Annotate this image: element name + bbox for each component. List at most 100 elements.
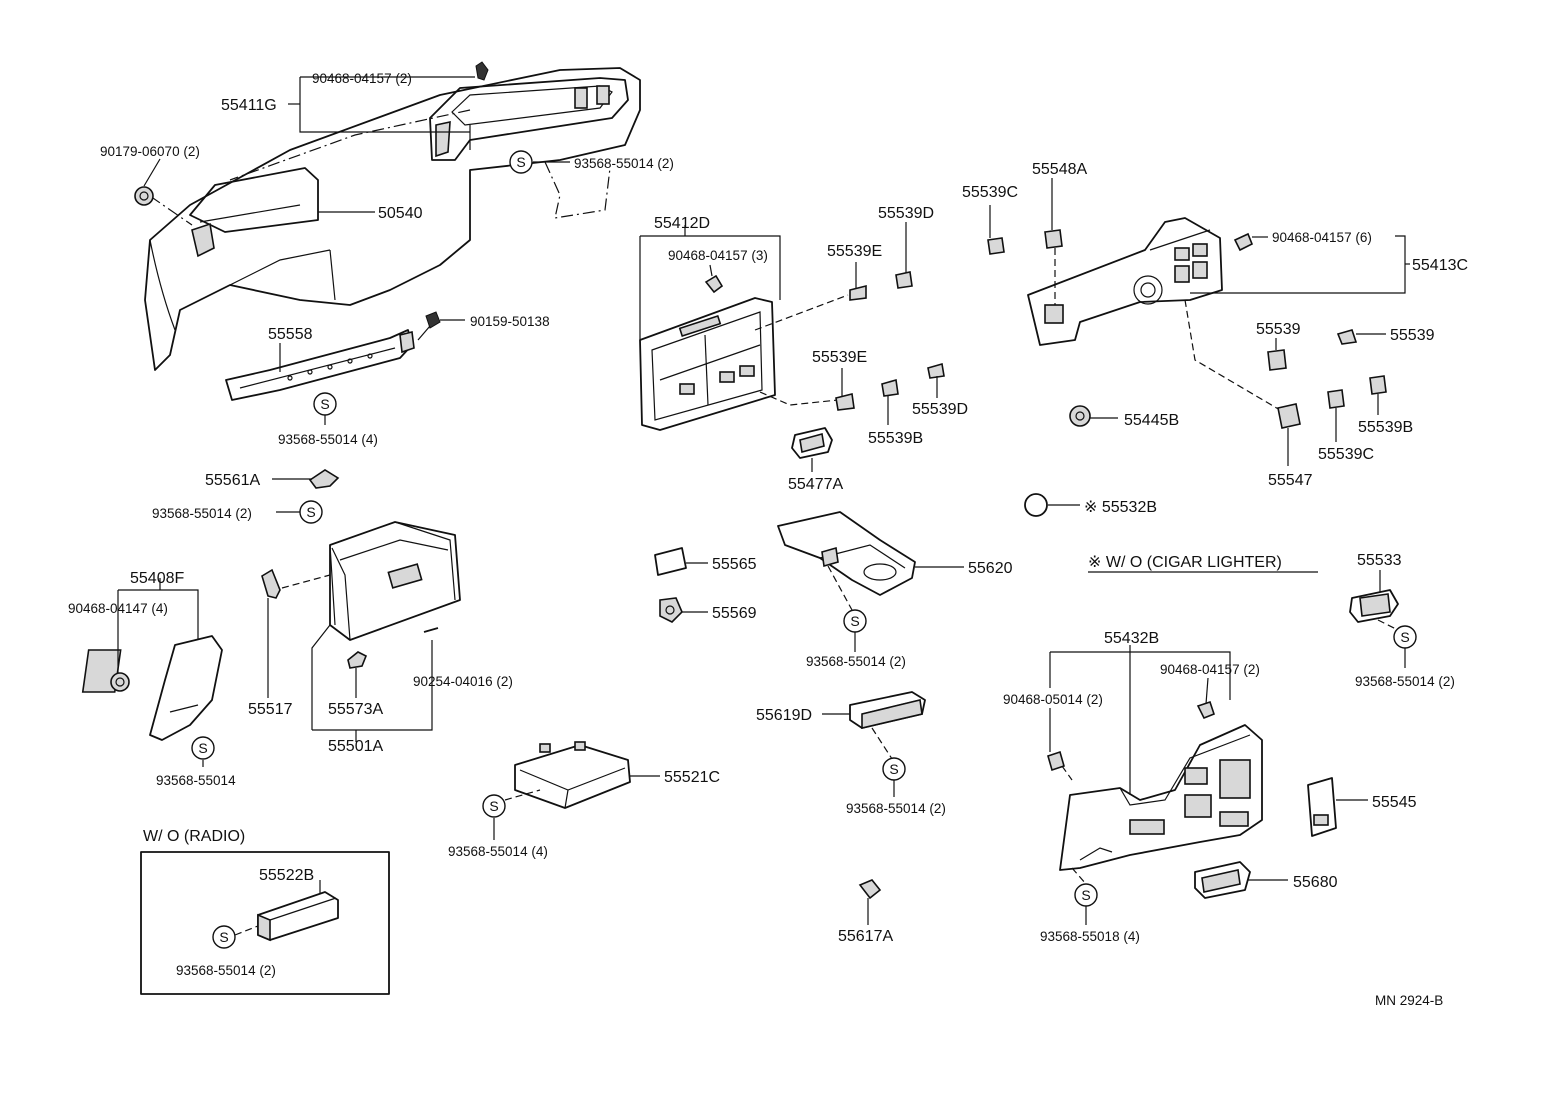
clip-ref xyxy=(1061,765,1073,781)
label-55521C: 55521C xyxy=(664,769,720,786)
clip-90468-04157-2b xyxy=(1196,700,1215,720)
label-55573A: 55573A xyxy=(328,701,383,718)
label-55539B-a: 55539B xyxy=(868,430,923,447)
hinge-55517 xyxy=(261,568,281,599)
switch-panel-55413C xyxy=(1027,217,1223,346)
switch-55539E-b xyxy=(835,393,855,411)
cover-55545 xyxy=(1307,777,1337,837)
label-93568-55014-4b: 93568-55014 (4) xyxy=(448,844,548,859)
switch-55539B-a xyxy=(881,378,899,397)
switch-55539C-b xyxy=(1327,389,1345,409)
cluster-ref-a xyxy=(754,294,849,331)
label-90468-04147: 90468-04147 (4) xyxy=(68,601,168,616)
switch-55539C-a xyxy=(987,237,1005,255)
label-wo-radio: W/ O (RADIO) xyxy=(143,828,245,845)
label-93568-55014-2a: 93568-55014 (2) xyxy=(574,156,674,171)
lower-panel-55432B xyxy=(1059,724,1263,871)
switch-55477A xyxy=(791,427,833,459)
label-90468-04157-2b: 90468-04157 (2) xyxy=(1160,662,1260,677)
svg-text:S: S xyxy=(219,929,228,945)
svg-text:S: S xyxy=(850,613,859,629)
svg-text:S: S xyxy=(1081,887,1090,903)
svg-text:S: S xyxy=(889,761,898,777)
leader-lines xyxy=(117,76,1410,936)
clip-90468-05014 xyxy=(1047,750,1065,772)
ashtray-55620 xyxy=(777,511,916,596)
label-55522B: 55522B xyxy=(259,867,314,884)
label-90468-04157-6: 90468-04157 (6) xyxy=(1272,230,1372,245)
label-90254-04016: 90254-04016 (2) xyxy=(413,674,513,689)
label-90179-06070: 90179-06070 (2) xyxy=(100,144,200,159)
clip-55561A xyxy=(308,469,340,489)
label-93568-55014-2b: 93568-55014 (2) xyxy=(152,506,252,521)
cluster-ref-b xyxy=(759,391,839,406)
switch-55539D-b xyxy=(927,362,945,379)
switch-55539E-a xyxy=(849,284,867,301)
label-55548A: 55548A xyxy=(1032,161,1087,178)
bracket-55533 xyxy=(1349,589,1399,623)
clip-90468-04157-6 xyxy=(1233,232,1254,252)
drawing-number: MN 2924-B xyxy=(1375,993,1443,1008)
s-marks: S S S S S S S S S S xyxy=(191,150,1417,949)
switch-55539-b xyxy=(1336,329,1358,345)
side-panel-55408F xyxy=(81,635,223,741)
svg-text:S: S xyxy=(320,396,329,412)
label-55539D-b: 55539D xyxy=(912,401,968,418)
label-55539D-a: 55539D xyxy=(878,205,934,222)
label-55532B: ※ 55532B xyxy=(1084,499,1157,516)
label-55558: 55558 xyxy=(268,326,313,343)
label-55617A: 55617A xyxy=(838,928,893,945)
label-55413C: 55413C xyxy=(1412,257,1468,274)
pocket-55521C xyxy=(514,741,631,809)
svg-text:S: S xyxy=(1400,629,1409,645)
clip-55617A xyxy=(858,879,882,900)
label-55517: 55517 xyxy=(248,701,293,718)
pin-90254 xyxy=(423,627,439,633)
label-50540: 50540 xyxy=(378,205,423,222)
label-55545: 55545 xyxy=(1372,794,1417,811)
switch-55547 xyxy=(1277,403,1301,429)
panel-ref-line-a xyxy=(229,109,471,181)
label-93568-55014-4a: 93568-55014 (4) xyxy=(278,432,378,447)
label-55408F: 55408F xyxy=(130,570,184,587)
label-55539B-b: 55539B xyxy=(1358,419,1413,436)
panel-right-ref xyxy=(1184,299,1281,411)
panel-ref-line-b xyxy=(544,161,611,219)
center-cluster-55412D xyxy=(639,297,776,431)
receiver-55619D xyxy=(849,691,926,730)
label-55539C-b: 55539C xyxy=(1318,446,1374,463)
label-55533: 55533 xyxy=(1357,552,1402,569)
clip-90468-04147 xyxy=(110,672,130,692)
switch-55539D-a xyxy=(895,271,913,289)
plug-55532B xyxy=(1024,493,1048,517)
label-55547: 55547 xyxy=(1268,472,1313,489)
svg-text:S: S xyxy=(489,798,498,814)
label-wo-cigar-lighter: ※ W/ O (CIGAR LIGHTER) xyxy=(1088,554,1282,571)
svg-text:S: S xyxy=(516,154,525,170)
receiver-ref xyxy=(871,727,895,763)
label-55539C-a: 55539C xyxy=(962,184,1018,201)
switch-55539-a xyxy=(1267,349,1287,371)
switch-55680 xyxy=(1194,861,1251,899)
cover-55565 xyxy=(654,547,687,576)
label-55565: 55565 xyxy=(712,556,757,573)
label-90468-04157-2a: 90468-04157 (2) xyxy=(312,71,412,86)
label-55501A: 55501A xyxy=(328,738,383,755)
switch-55548A xyxy=(1044,229,1063,249)
nut-90179-06070 xyxy=(134,186,154,206)
label-55477A: 55477A xyxy=(788,476,843,493)
label-55539E-a: 55539E xyxy=(827,243,882,260)
radio-blank-55522B xyxy=(257,891,339,942)
label-55411G: 55411G xyxy=(221,97,277,114)
hinge-ref xyxy=(281,574,331,589)
label-93568-55018: 93568-55018 (4) xyxy=(1040,929,1140,944)
bolt-90159-50138 xyxy=(417,311,441,341)
wo-radio-box xyxy=(140,851,390,995)
label-55539-b: 55539 xyxy=(1390,327,1435,344)
label-90468-05014: 90468-05014 (2) xyxy=(1003,692,1103,707)
lock-55573A xyxy=(347,651,368,669)
socket-55445B xyxy=(1069,405,1091,427)
label-90159-50138: 90159-50138 xyxy=(470,314,550,329)
label-55445B: 55445B xyxy=(1124,412,1179,429)
